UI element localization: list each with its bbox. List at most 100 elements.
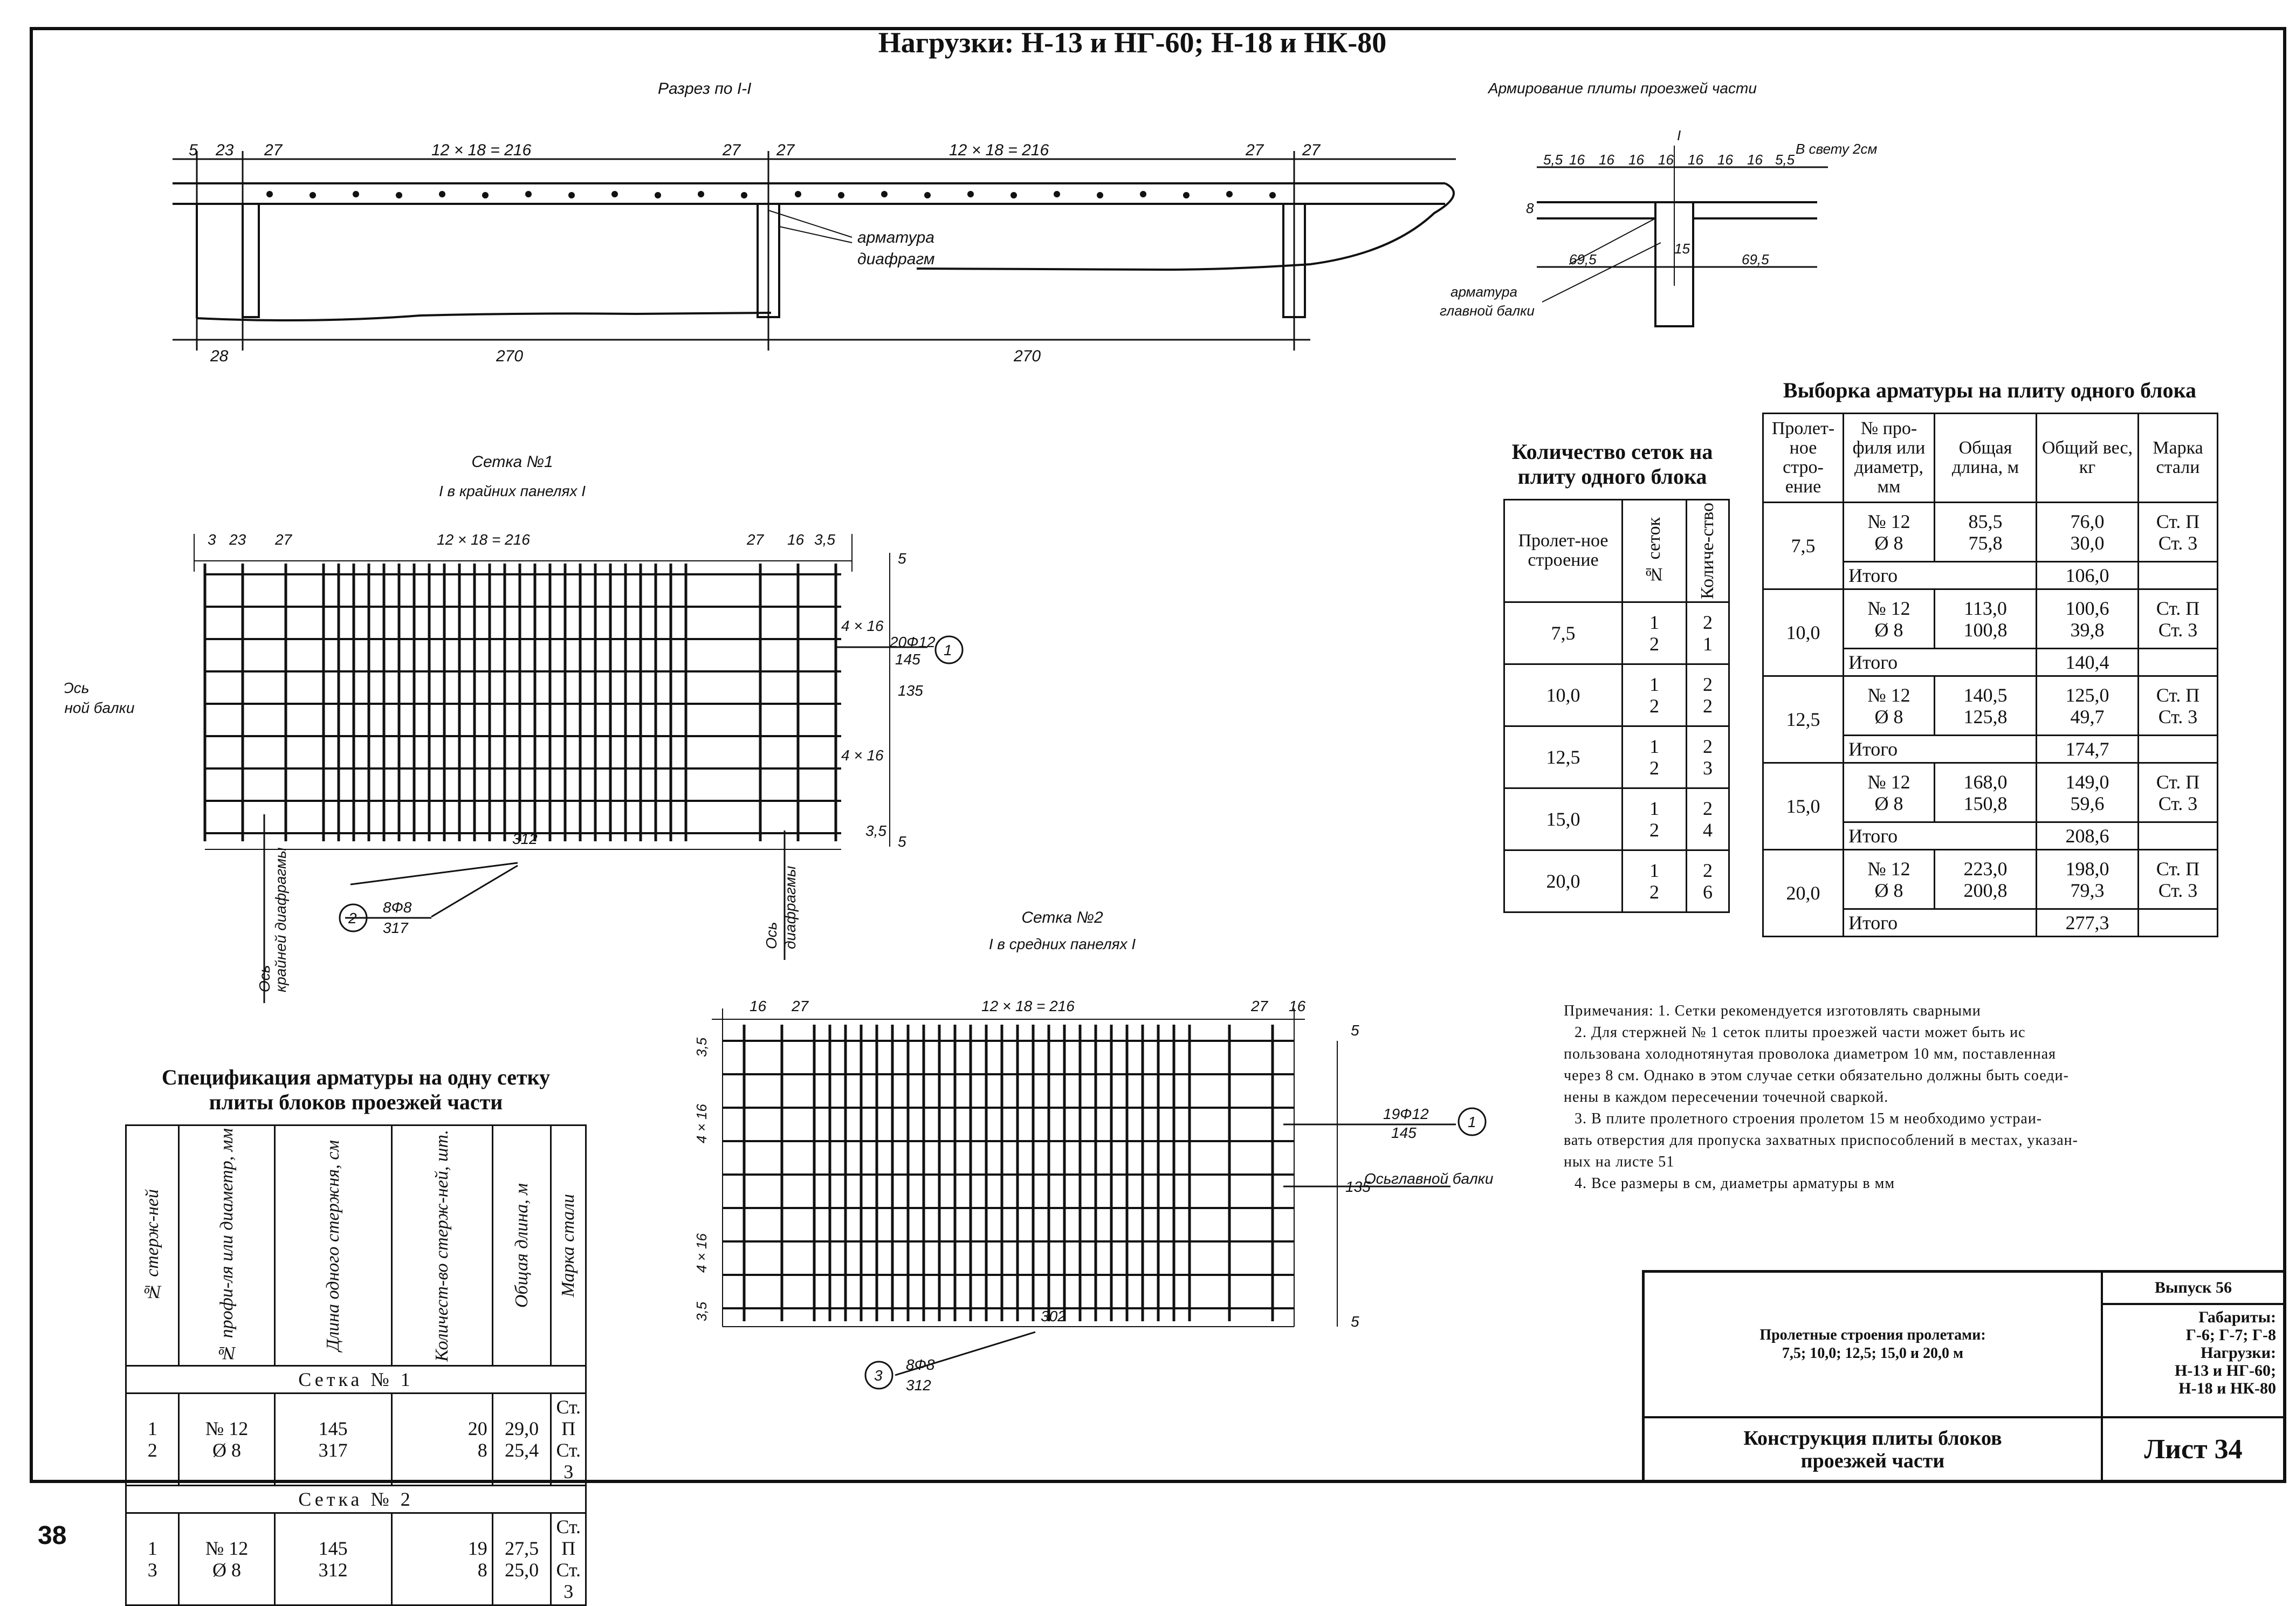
table-cell: 2	[1703, 797, 1713, 819]
table-cell: Ст. П	[556, 1515, 581, 1559]
table-cell: 6	[1703, 881, 1713, 903]
table-cell: 20	[468, 1417, 487, 1439]
table-cell: 8	[477, 1439, 487, 1461]
table-cell: 10,0	[1503, 663, 1623, 727]
total-label: Итого	[1843, 561, 2037, 590]
count-table-title-2: плиту одного блока	[1517, 464, 1707, 489]
table-cell: 27,5	[505, 1537, 539, 1559]
mesh2-left-dim-b: 4 × 16	[693, 1233, 710, 1273]
note-line: вать отверстия для пропуска захватных пр…	[1564, 1132, 2078, 1149]
mesh1-right-dim-5a: 5	[898, 550, 906, 567]
mesh1-callout1-num: 1	[944, 642, 952, 658]
mesh2-right-dim-5a: 5	[1351, 1022, 1359, 1039]
total-value: 208,6	[2036, 821, 2139, 850]
title-block-info-line: Нагрузки:	[2201, 1344, 2276, 1362]
section-drawing: 5 23 27 12 × 18 = 216 27 27 12 × 18 = 21…	[173, 141, 1456, 365]
table-cell: 2	[1703, 673, 1713, 695]
mesh1-axis-edge-2: крайней диафрагмы	[272, 847, 289, 992]
mesh2-callout1-bottom: 145	[1391, 1124, 1417, 1141]
table-cell: 2	[1703, 735, 1713, 757]
detail-dim-4: 16	[1628, 152, 1644, 168]
title-block-issue: Выпуск 56	[2103, 1273, 2284, 1305]
table-cell: 29,0	[505, 1417, 539, 1439]
mesh1-axis-diaphragm-1: Ось	[763, 922, 780, 949]
detail-dim-6: 16	[1688, 152, 1703, 168]
table-cell-line: 85,5	[1968, 510, 2003, 532]
section-callout-2: диафрагм	[857, 250, 934, 268]
mesh1-axis-diaphragm-2: диафрагмы	[782, 866, 799, 949]
mesh2-callout3-num: 3	[874, 1367, 883, 1384]
table-cell: 4	[1703, 819, 1713, 841]
table-cell-line: 125,8	[1963, 705, 2008, 727]
table-cell: 2	[1703, 611, 1713, 633]
table-cell: 25,4	[505, 1439, 539, 1461]
section-dim-5: 5	[189, 141, 198, 159]
table-cell-line: № 12	[1867, 857, 1910, 880]
title-block-name: Конструкция плиты блоков проезжей части	[1645, 1418, 2103, 1480]
mesh1-right-dim-5b: 5	[898, 833, 906, 850]
mesh2-callout3-bottom: 312	[906, 1377, 931, 1394]
section-dim-28: 28	[210, 347, 229, 365]
mesh1-length: 312	[512, 831, 538, 847]
selection-header-row: Пролет-ное стро-ение № про-филя или диам…	[1762, 413, 2218, 503]
notes: Примечания: 1. Сетки рекомендуется изгот…	[1564, 1000, 2232, 1195]
selection-header-span: Пролет-ное стро-ение	[1762, 413, 1844, 503]
count-header-row: Пролет-ное строение № сеток Количе-ство	[1503, 499, 1730, 603]
table-cell-line: № 12	[1867, 510, 1910, 532]
section-dim-270b: 270	[1013, 347, 1041, 365]
spec-header-profile: № профи-ля или диаметр, мм	[216, 1128, 237, 1363]
table-cell-line: 39,8	[2070, 619, 2105, 641]
table-cell-line: Ст. 3	[2158, 792, 2198, 814]
table-cell-line: № 12	[1867, 684, 1910, 706]
section-dim-216a: 12 × 18 = 216	[431, 141, 531, 159]
table-cell: 2	[1703, 695, 1713, 717]
table-cell-line: Ст. П	[2156, 684, 2200, 706]
detail-drawing: 5,5 16 16 16 16 16 16 16 5,5 I В свету 2…	[1440, 127, 1878, 327]
mesh2-dim-16b: 16	[1289, 998, 1306, 1014]
table-cell-line: 100,8	[1963, 619, 2008, 641]
table-cell-line: Ст. П	[2156, 597, 2200, 619]
mesh2-left-dim-35a: 3,5	[693, 1037, 710, 1057]
detail-dim-5: 16	[1658, 152, 1674, 168]
table-cell-line: Ст. П	[2156, 857, 2200, 880]
table-cell: 10,0	[1762, 588, 1844, 677]
count-header-span: Пролет-ное строение	[1503, 499, 1623, 603]
table-cell: 2	[1649, 695, 1659, 717]
spec-header-length: Длина одного стержня, см	[322, 1140, 343, 1351]
page-number: 38	[38, 1521, 67, 1550]
mesh1-callout3-top: 8Ф8	[383, 899, 412, 916]
total-label: Итого	[1843, 908, 2037, 937]
title-block-desc: Пролетные строения пролетами: 7,5; 10,0;…	[1645, 1273, 2103, 1418]
table-cell-line: Ø 8	[1874, 792, 1903, 814]
detail-dim-1: 5,5	[1543, 152, 1563, 168]
spec-group-2-name: Сетка № 2	[125, 1484, 587, 1514]
table-cell	[2137, 908, 2218, 937]
spec-table-title: Спецификация арматуры на одну сетку плит…	[124, 1065, 588, 1115]
mesh1-dim-23: 23	[229, 531, 246, 548]
table-cell: 12,5	[1762, 675, 1844, 764]
table-cell: № 12	[205, 1417, 249, 1439]
table-cell: 7,5	[1762, 502, 1844, 590]
detail-dim-695a: 69,5	[1569, 251, 1597, 267]
table-cell: 2	[1649, 881, 1659, 903]
detail-dim-15: 15	[1674, 241, 1690, 257]
detail-caption: Армирование плиты проезжей части	[1488, 80, 1757, 97]
table-cell: 2	[1703, 859, 1713, 881]
table-cell: 2	[1649, 819, 1659, 841]
mesh1-callout3-bottom: 317	[383, 919, 409, 936]
table-cell-line: № 12	[1867, 597, 1910, 619]
mesh2-dim-27b: 27	[1250, 998, 1269, 1014]
spec-header-count: Количест-во стерж-ней, шт.	[431, 1129, 452, 1362]
selection-header-profile: № про-филя или диаметр, мм	[1843, 413, 1935, 503]
note-line: нены в каждом пересечении точечной сварк…	[1564, 1089, 1889, 1106]
detail-clear-label: В свету 2см	[1796, 141, 1878, 157]
mesh1-dim-216: 12 × 18 = 216	[437, 531, 530, 548]
